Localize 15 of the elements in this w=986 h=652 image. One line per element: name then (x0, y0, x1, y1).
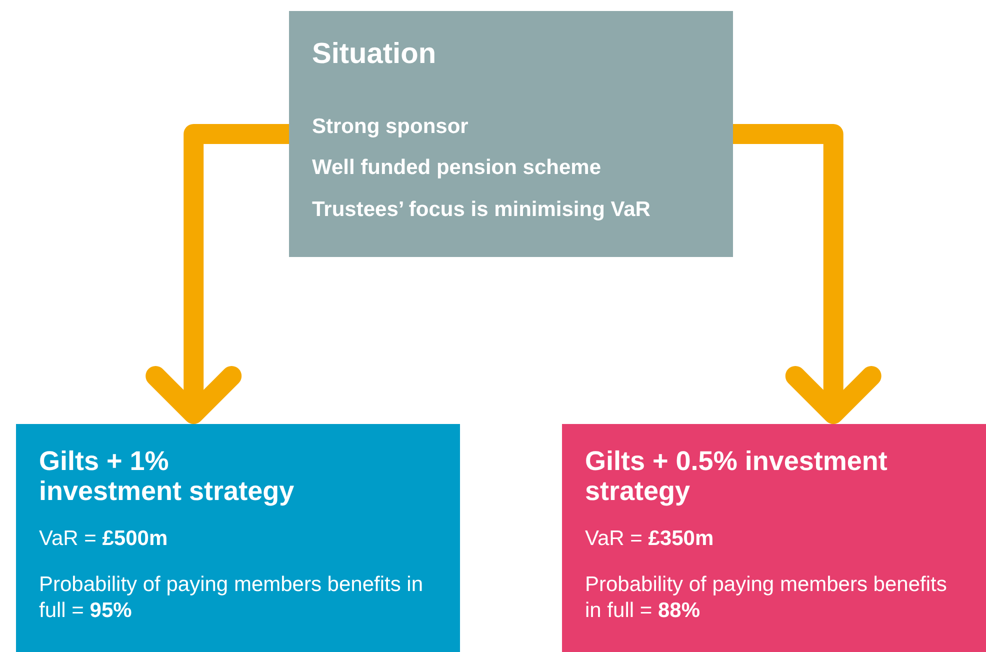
situation-box (289, 11, 733, 257)
box-heading: Situation (312, 37, 438, 72)
arrow (146, 124, 289, 424)
strategy-box (16, 424, 460, 652)
strategy-detail: VaR = £500m (39, 526, 169, 552)
strategy-box (562, 424, 986, 652)
strategy-detail: Probability of paying members benefits in full = 95% (39, 572, 424, 624)
situation-item: Trustees’ focus is minimising VaR (312, 196, 652, 222)
arrow (733, 124, 882, 424)
strategy-detail: Probability of paying members benefits in full = 88% (585, 572, 948, 624)
situation-item: Well funded pension scheme (312, 155, 602, 181)
box-heading: Gilts + 0.5% investment strategy (585, 446, 888, 506)
situation-item: Strong sponsor (312, 114, 470, 140)
box-heading: Gilts + 1% investment strategy (39, 446, 296, 506)
strategy-detail: VaR = £350m (585, 526, 715, 552)
